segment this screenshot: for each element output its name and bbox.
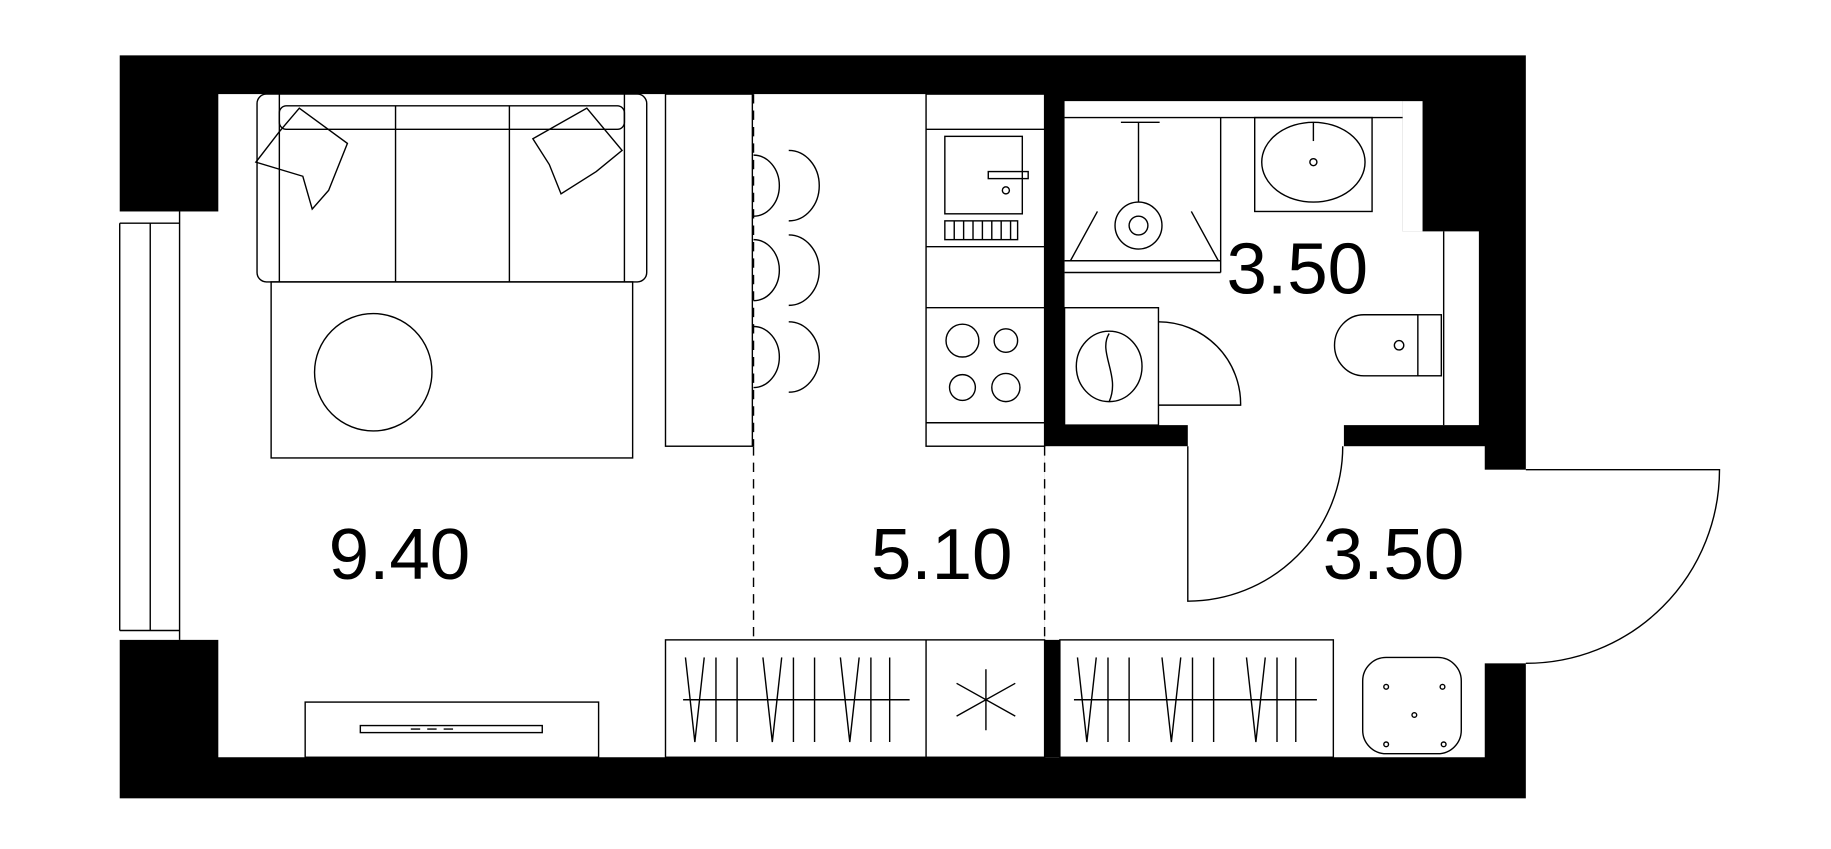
entrance-doorway (1483, 469, 1528, 664)
area-kitchen: 5.10 (871, 514, 1013, 595)
entrance-door-swing (1525, 468, 1721, 665)
bathroom-floor (1064, 101, 1479, 426)
bathroom-door-swing (1187, 446, 1344, 602)
hallway-floor (1044, 446, 1485, 758)
ottoman (1361, 656, 1462, 755)
area-living: 9.40 (329, 514, 471, 595)
coffee-table (313, 312, 433, 432)
drain-rack (944, 220, 1019, 241)
bathroom-doorway (1187, 423, 1344, 448)
washing-machine (1063, 307, 1242, 426)
toilet (1333, 231, 1445, 426)
living-kitchen-floor (218, 94, 1045, 758)
rug (270, 281, 634, 459)
wardrobe-hall (1059, 639, 1335, 758)
wardrobe-kitchen (664, 639, 1046, 758)
area-bathroom: 3.50 (1227, 229, 1369, 310)
window (118, 211, 220, 640)
bathroom-sink (1254, 116, 1373, 213)
partition-wall (1044, 639, 1060, 758)
bar-counter (664, 93, 754, 447)
tv-stand (304, 701, 600, 758)
sink (944, 135, 1024, 215)
kitchen-unit (925, 93, 1046, 447)
stove (945, 323, 1021, 403)
area-hallway: 3.50 (1323, 514, 1465, 595)
bathroom-niche (1422, 94, 1485, 212)
niche-floor (1402, 101, 1423, 232)
bar-stools (753, 149, 820, 393)
